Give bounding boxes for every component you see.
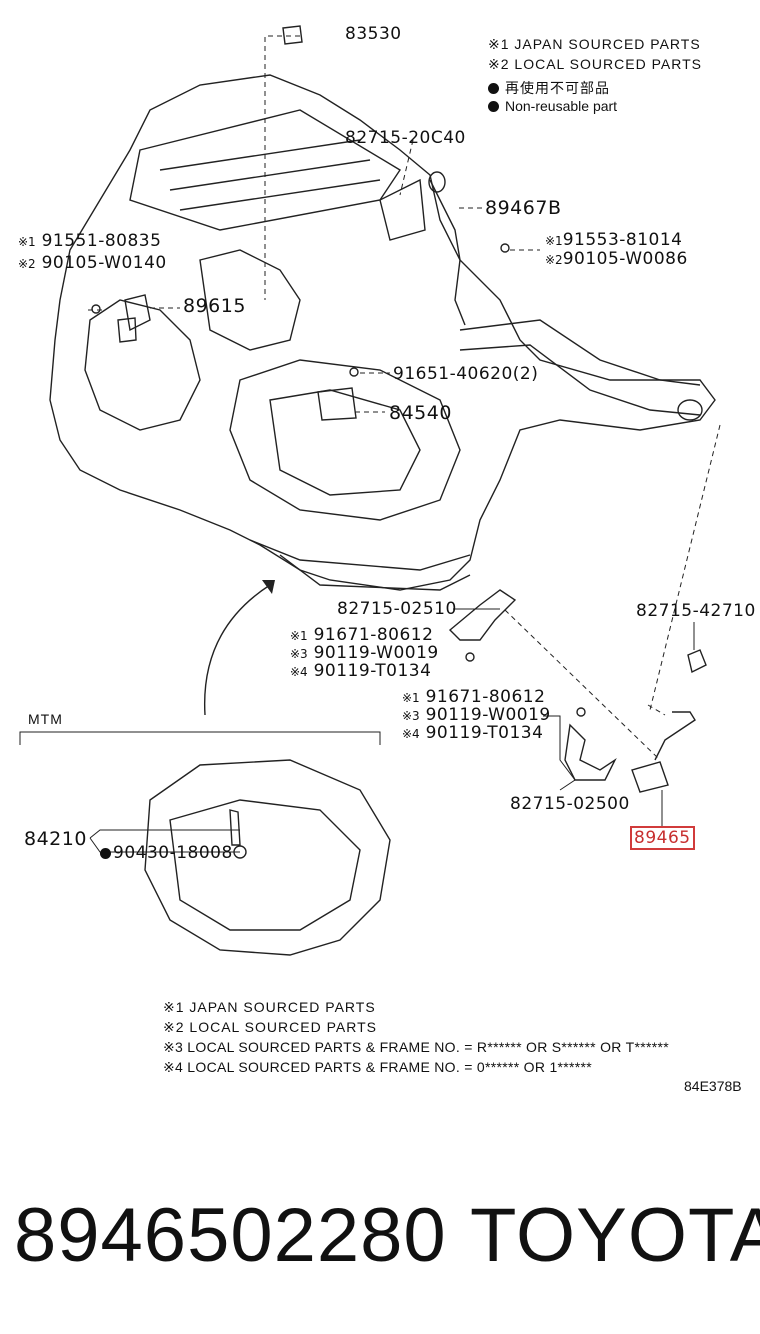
part-90119-t0134-a[interactable]: ※4 90119-T0134 (290, 661, 432, 681)
part-83530[interactable]: 83530 (345, 24, 402, 44)
footnote-2: ※2 LOCAL SOURCED PARTS (163, 1019, 377, 1035)
legend-japan-sourced: ※1 JAPAN SOURCED PARTS (488, 36, 701, 52)
bullet-icon (488, 101, 499, 112)
part-91671-80612-a[interactable]: ※1 91671-80612 (290, 625, 434, 645)
part-90105-w0086[interactable]: ※290105-W0086 (545, 249, 688, 269)
part-90119-t0134-b[interactable]: ※4 90119-T0134 (402, 723, 544, 743)
part-91671-80612-b[interactable]: ※1 91671-80612 (402, 687, 546, 707)
legend-local-sourced: ※2 LOCAL SOURCED PARTS (488, 56, 702, 72)
part-90105-w0140[interactable]: ※2 90105-W0140 (18, 253, 167, 273)
footnote-1: ※1 JAPAN SOURCED PARTS (163, 999, 376, 1015)
part-84210[interactable]: 84210 (24, 828, 87, 850)
part-number-footer: 8946502280 (14, 1193, 447, 1278)
part-82715-20c40[interactable]: 82715-20C40 (345, 128, 466, 148)
part-89465-highlighted[interactable]: 89465 (630, 826, 695, 850)
figure-code: 84E378B (684, 1078, 742, 1094)
part-82715-42710[interactable]: 82715-42710 (636, 601, 756, 621)
transmission-outline (144, 759, 391, 956)
part-90119-w0019-a[interactable]: ※3 90119-W0019 (290, 643, 439, 663)
part-89467b[interactable]: 89467B (485, 197, 562, 219)
part-82715-02510[interactable]: 82715-02510 (337, 599, 457, 619)
part-90430-18008[interactable]: 90430-18008 (100, 843, 233, 863)
part-91651-40620[interactable]: 91651-40620(2) (393, 364, 539, 384)
part-82715-02500[interactable]: 82715-02500 (510, 794, 630, 814)
part-91551-80835[interactable]: ※1 91551-80835 (18, 231, 162, 251)
part-84540[interactable]: 84540 (389, 402, 452, 424)
brand-footer: TOYOTA (470, 1193, 760, 1278)
non-reusable-icon (100, 848, 111, 859)
mtm-label: MTM (28, 711, 63, 727)
engine-outline (49, 74, 716, 591)
bullet-icon (488, 83, 499, 94)
legend-non-reusable-jp: 再使用不可部品 (488, 78, 610, 98)
part-91553-81014[interactable]: ※191553-81014 (545, 230, 683, 250)
part-90119-w0019-b[interactable]: ※3 90119-W0019 (402, 705, 551, 725)
legend-non-reusable-en: Non-reusable part (488, 98, 617, 114)
footnote-3: ※3 LOCAL SOURCED PARTS & FRAME NO. = R**… (163, 1039, 669, 1055)
footnote-4: ※4 LOCAL SOURCED PARTS & FRAME NO. = 0**… (163, 1059, 593, 1075)
part-89615[interactable]: 89615 (183, 295, 246, 317)
